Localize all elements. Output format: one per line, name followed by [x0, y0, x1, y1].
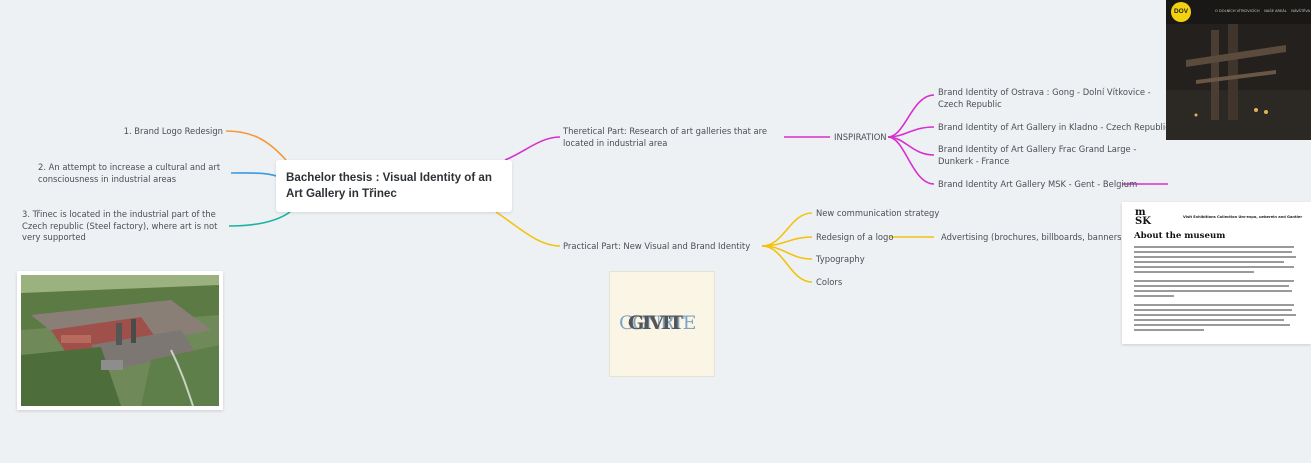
topic-brand-logo-redesign[interactable]: 1. Brand Logo Redesign: [123, 126, 223, 136]
msk-heading: About the museum: [1134, 231, 1226, 241]
connector-ostrava: [887, 94, 935, 138]
topic-msk-gent[interactable]: Brand Identity Art Gallery MSK - Gent - …: [938, 179, 1138, 189]
dov-badge: DOV: [1171, 2, 1191, 22]
msk-nav: Visit Exhibitions Collection Um-expo, ue…: [1183, 215, 1303, 219]
logo-redesign-image[interactable]: GGNRTE GIVIT: [609, 271, 715, 377]
connector-theoretical: [504, 136, 561, 161]
msk-logo-bottom: SK: [1135, 216, 1151, 227]
topic-inspiration[interactable]: INSPIRATION: [834, 132, 887, 142]
msk-logo-top: m: [1135, 207, 1146, 218]
connector-cultural: [230, 172, 283, 179]
industrial-photo-card[interactable]: [17, 271, 223, 410]
topic-trinec-industrial[interactable]: 3. Třinec is located in the industrial p…: [22, 209, 218, 242]
connector-msk: [887, 136, 935, 185]
msk-logo: m SK: [1135, 207, 1151, 227]
topic-frac-grand-large[interactable]: Brand Identity of Art Gallery Frac Grand…: [938, 144, 1137, 166]
topic-logo-redesign[interactable]: Redesign of a logo: [816, 232, 894, 242]
topic-theoretical-part[interactable]: Theretical Part: Research of art galleri…: [563, 126, 768, 148]
logo-letters-front: GIVIT: [628, 312, 683, 334]
topic-practical-part[interactable]: Practical Part: New Visual and Brand Ide…: [563, 241, 751, 251]
industrial-aerial-photo: [21, 275, 219, 406]
connector-kladno: [887, 126, 935, 138]
logo-letters-back: GGNRTE: [619, 312, 696, 334]
topic-kladno-gallery[interactable]: Brand Identity of Art Gallery in Kladno …: [938, 122, 1170, 132]
connector-colors: [761, 245, 813, 283]
dark-nav-item: NAŠE AREÁL: [1264, 9, 1287, 13]
connector-practical: [495, 211, 561, 247]
connector-trinec: [228, 211, 291, 227]
topic-ostrava-gong[interactable]: Brand Identity of Ostrava : Gong - Dolní…: [938, 87, 1151, 109]
connector-brand-logo: [225, 130, 287, 161]
topic-colors[interactable]: Colors: [816, 277, 843, 287]
central-topic[interactable]: Bachelor thesis : Visual Identity of an …: [276, 160, 512, 212]
topic-cultural-consciousness[interactable]: 2. An attempt to increase a cultural and…: [38, 162, 221, 184]
topic-typography[interactable]: Typography: [816, 254, 865, 264]
msk-website-screenshot[interactable]: m SK Visit Exhibitions Collection Um-exp…: [1122, 202, 1311, 344]
dark-nav-item: NÁVŠTĚVA: [1291, 9, 1311, 13]
topic-advertising[interactable]: Advertising (brochures, billboards, bann…: [941, 232, 1125, 242]
dark-card-nav: O DOLNÍCH VÍTKOVICÍCH NAŠE AREÁL NÁVŠTĚV…: [1215, 9, 1310, 13]
topic-new-communication[interactable]: New communication strategy: [816, 208, 940, 218]
ostrava-website-screenshot[interactable]: DOV O DOLNÍCH VÍTKOVICÍCH NAŠE AREÁL NÁV…: [1166, 0, 1311, 140]
dark-nav-item: O DOLNÍCH VÍTKOVICÍCH: [1215, 9, 1260, 13]
